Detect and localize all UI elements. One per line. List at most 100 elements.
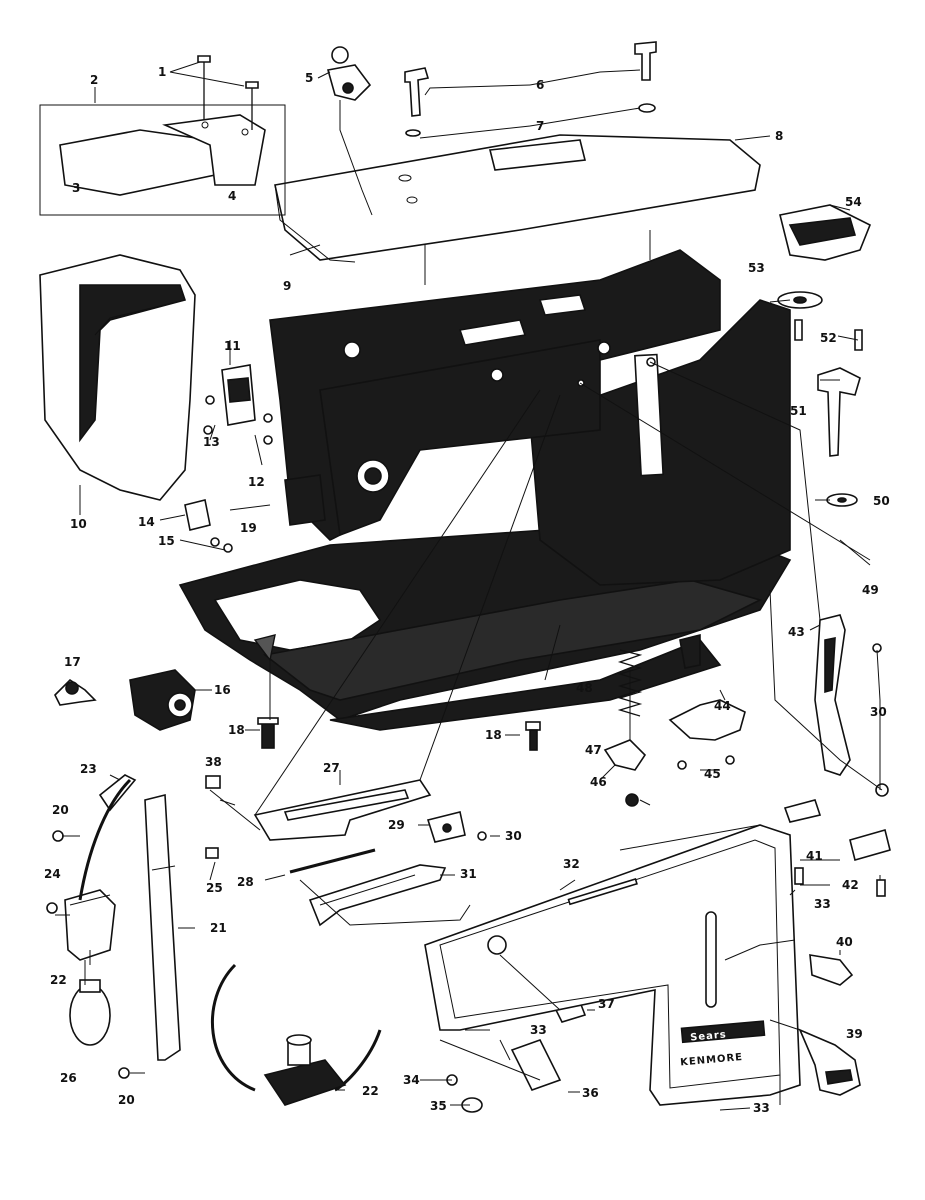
light-bracket-part-21	[144, 793, 181, 1061]
callout-45: 45	[704, 767, 721, 781]
screw-part-18-left	[257, 717, 279, 749]
callout-22b: 22	[362, 1084, 379, 1098]
screws-part-1	[197, 55, 259, 130]
callout-26: 26	[60, 1071, 77, 1085]
bobbin-case-part-17	[54, 678, 97, 706]
callout-33b: 33	[530, 1023, 547, 1037]
callout-2: 2	[90, 73, 98, 87]
bobbin-winder-part-54	[777, 204, 872, 351]
callout-29: 29	[388, 818, 405, 832]
switch-part-22-lower	[210, 963, 382, 1106]
callout-30a: 30	[870, 705, 887, 719]
spool-pins-part-6	[404, 41, 657, 137]
screw-part-30-lower	[477, 831, 487, 841]
stop-motion-part-51	[817, 367, 861, 507]
knob-part-40	[809, 954, 854, 986]
callout-48: 48	[576, 681, 593, 695]
callout-4: 4	[228, 189, 236, 203]
callout-40: 40	[836, 935, 853, 949]
light-bulb-part-26	[69, 979, 111, 1046]
screw-part-24	[46, 902, 58, 914]
lever-part-47	[603, 739, 647, 807]
callout-51: 51	[790, 404, 807, 418]
callout-22a: 22	[50, 973, 67, 987]
callout-19: 19	[240, 521, 257, 535]
callout-5: 5	[305, 71, 313, 85]
light-cord	[78, 778, 132, 901]
cover-plate-group-2	[39, 104, 286, 216]
knee-lever-part-43	[814, 614, 889, 797]
knob-part-39	[798, 1028, 861, 1096]
machine-head-casting	[178, 249, 792, 731]
callout-7: 7	[536, 119, 544, 133]
callout-13: 13	[203, 435, 220, 449]
callout-53: 53	[748, 261, 765, 275]
callout-labels: 1 2 3 4 5 6 7 8 9 10 11 12 13 14 15 16 1…	[44, 65, 890, 1115]
callout-44: 44	[714, 699, 731, 713]
name-plate-lettering: Sears KENMORE	[680, 1029, 744, 1068]
screw-part-20-upper	[52, 830, 64, 842]
shuttle-hook-part-16	[129, 669, 196, 731]
callout-10: 10	[70, 517, 87, 531]
feet-part-41	[783, 799, 891, 861]
callout-32: 32	[563, 857, 580, 871]
callout-16: 16	[214, 683, 231, 697]
callout-12: 12	[248, 475, 265, 489]
callout-18b: 18	[485, 728, 502, 742]
brand-sears-label: Sears	[690, 1029, 727, 1043]
callout-25: 25	[206, 881, 223, 895]
top-cover-part-8	[274, 134, 761, 263]
callout-9: 9	[283, 279, 291, 293]
callout-34: 34	[403, 1073, 420, 1087]
callout-49: 49	[862, 583, 879, 597]
callout-24: 24	[44, 867, 61, 881]
callout-3: 3	[72, 181, 80, 195]
callout-39: 39	[846, 1027, 863, 1041]
slide-plate-part-27	[253, 779, 432, 841]
callout-47: 47	[585, 743, 602, 757]
callout-21: 21	[210, 921, 227, 935]
callout-15: 15	[158, 534, 175, 548]
face-plate-part-10	[39, 254, 196, 501]
callout-1: 1	[158, 65, 166, 79]
name-plate-part-32	[424, 824, 801, 1106]
screw-part-20-lower	[118, 1067, 130, 1079]
callout-33c: 33	[753, 1101, 770, 1115]
callout-36: 36	[582, 1086, 599, 1100]
callout-33a: 33	[814, 897, 831, 911]
nut-part-25	[205, 847, 219, 859]
callout-50: 50	[873, 494, 890, 508]
callout-14: 14	[138, 515, 155, 529]
callout-46: 46	[590, 775, 607, 789]
callout-52: 52	[820, 331, 837, 345]
callout-28: 28	[237, 875, 254, 889]
callout-35: 35	[430, 1099, 447, 1113]
callout-8: 8	[775, 129, 783, 143]
callout-31: 31	[460, 867, 477, 881]
screws-part-42	[794, 867, 886, 897]
nut-part-38	[205, 775, 221, 789]
brand-kenmore-label: KENMORE	[680, 1052, 744, 1068]
callout-38: 38	[205, 755, 222, 769]
callout-11: 11	[224, 339, 241, 353]
callout-37: 37	[598, 997, 615, 1011]
callout-20b: 20	[118, 1093, 135, 1107]
screw-part-18-right	[525, 721, 541, 751]
callout-23: 23	[80, 762, 97, 776]
callout-41: 41	[806, 849, 823, 863]
callout-18a: 18	[228, 723, 245, 737]
callout-43: 43	[788, 625, 805, 639]
bracket-part-14	[184, 499, 233, 553]
callout-20a: 20	[52, 803, 69, 817]
lamp-socket-part-22-upper	[64, 889, 116, 961]
block-part-29	[426, 811, 466, 843]
callout-42: 42	[842, 878, 859, 892]
lever-part-31	[308, 864, 447, 927]
bracket-part-44	[668, 699, 746, 770]
callout-17: 17	[64, 655, 81, 669]
callout-27: 27	[323, 761, 340, 775]
rod-part-28	[289, 848, 376, 874]
presser-bar-mechanism-part-11	[203, 364, 273, 445]
leader-lines	[55, 61, 883, 1111]
